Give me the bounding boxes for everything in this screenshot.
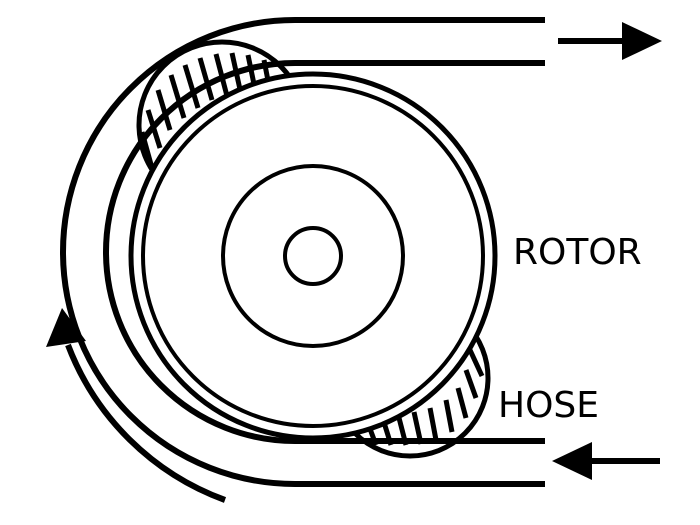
curved-arrow-up-icon <box>46 308 227 503</box>
hose-label: HOSE <box>498 385 600 426</box>
hose-inner-wall <box>103 60 545 444</box>
hose <box>60 17 545 487</box>
rotor-label: ROTOR <box>513 232 642 273</box>
hose-outer-wall <box>60 17 545 487</box>
arrow-right-icon <box>558 22 662 60</box>
arrow-left-icon <box>552 442 660 480</box>
rotor <box>128 71 498 441</box>
